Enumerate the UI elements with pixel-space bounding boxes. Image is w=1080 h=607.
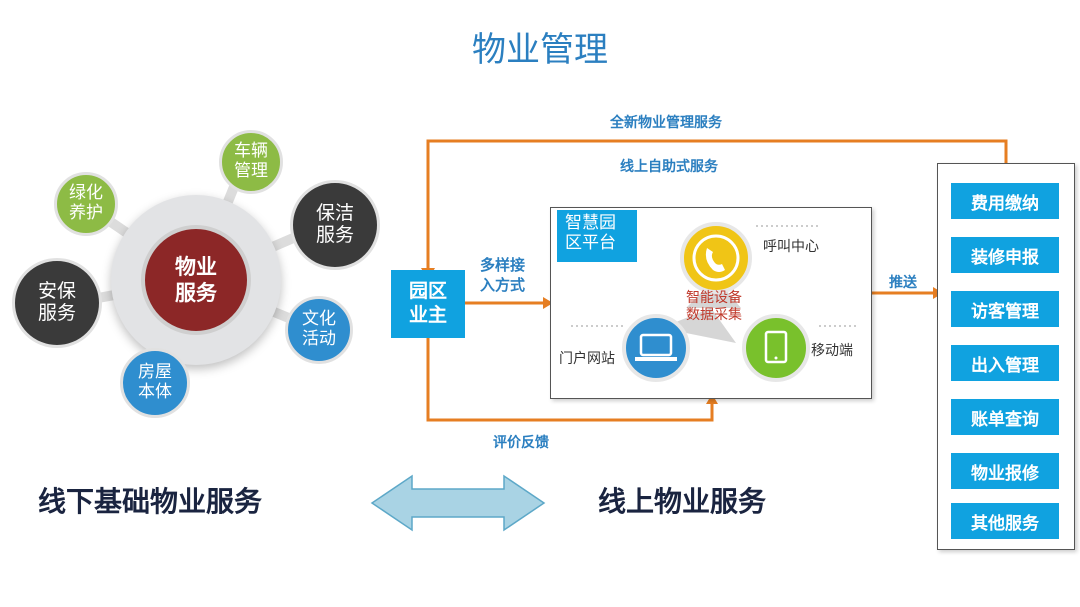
platform-graphic bbox=[571, 222, 859, 382]
label-feedback: 评价反馈 bbox=[493, 435, 549, 451]
label-access: 多样接 入方式 bbox=[480, 256, 526, 294]
satellite-cleaning: 保洁 服务 bbox=[290, 180, 380, 270]
satellite-security-label: 安保 服务 bbox=[37, 280, 76, 324]
center-label: 智能设备 数据采集 bbox=[686, 290, 742, 323]
satellite-greening: 绿化 养护 bbox=[54, 172, 118, 236]
call-center-label: 呼叫中心 bbox=[763, 239, 819, 255]
satellite-culture-label: 文化 活动 bbox=[302, 309, 336, 349]
double-arrow-icon bbox=[370, 474, 546, 532]
satellite-vehicle: 车辆 管理 bbox=[219, 130, 283, 194]
owner-box: 园区 业主 bbox=[391, 270, 465, 338]
service-item: 费用缴纳 bbox=[951, 183, 1059, 219]
satellite-culture: 文化 活动 bbox=[285, 296, 353, 364]
portal-circle bbox=[622, 314, 690, 382]
caption-online: 线上物业服务 bbox=[598, 485, 767, 518]
service-item: 其他服务 bbox=[951, 503, 1059, 539]
label-push: 推送 bbox=[889, 275, 917, 291]
page-title: 物业管理 bbox=[472, 30, 608, 70]
service-item: 访客管理 bbox=[951, 291, 1059, 327]
satellite-security: 安保 服务 bbox=[12, 258, 102, 348]
tablet-icon bbox=[764, 330, 788, 364]
mobile-label: 移动端 bbox=[811, 343, 853, 359]
hub-property-service: 物业 服务 bbox=[141, 225, 251, 335]
platform-panel: 智慧园 区平台 呼叫中心 智能设备 数据采集 门户网站 移动端 bbox=[550, 207, 872, 399]
service-item: 装修申报 bbox=[951, 237, 1059, 273]
label-new-service: 全新物业管理服务 bbox=[610, 115, 722, 131]
mobile-circle bbox=[742, 314, 810, 382]
caption-offline: 线下基础物业服务 bbox=[38, 485, 263, 518]
service-item: 物业报修 bbox=[951, 453, 1059, 489]
satellite-greening-label: 绿化 养护 bbox=[69, 183, 103, 223]
platform-title: 智慧园 区平台 bbox=[565, 213, 616, 254]
phone-icon bbox=[705, 248, 725, 272]
service-item: 账单查询 bbox=[951, 399, 1059, 435]
satellite-vehicle-label: 车辆 管理 bbox=[234, 141, 268, 181]
platform-title-box: 智慧园 区平台 bbox=[557, 210, 637, 262]
label-self-service: 线上自助式服务 bbox=[620, 159, 718, 175]
service-item: 出入管理 bbox=[951, 345, 1059, 381]
hub-outer-ring: 物业 服务 bbox=[111, 195, 281, 365]
portal-label: 门户网站 bbox=[559, 351, 615, 367]
owner-label: 园区 业主 bbox=[408, 280, 447, 326]
laptop-icon bbox=[639, 333, 673, 357]
satellite-housing-label: 房屋 本体 bbox=[138, 362, 172, 402]
satellite-cleaning-label: 保洁 服务 bbox=[315, 202, 354, 246]
satellite-housing: 房屋 本体 bbox=[120, 348, 190, 418]
call-center-circle bbox=[680, 222, 752, 294]
